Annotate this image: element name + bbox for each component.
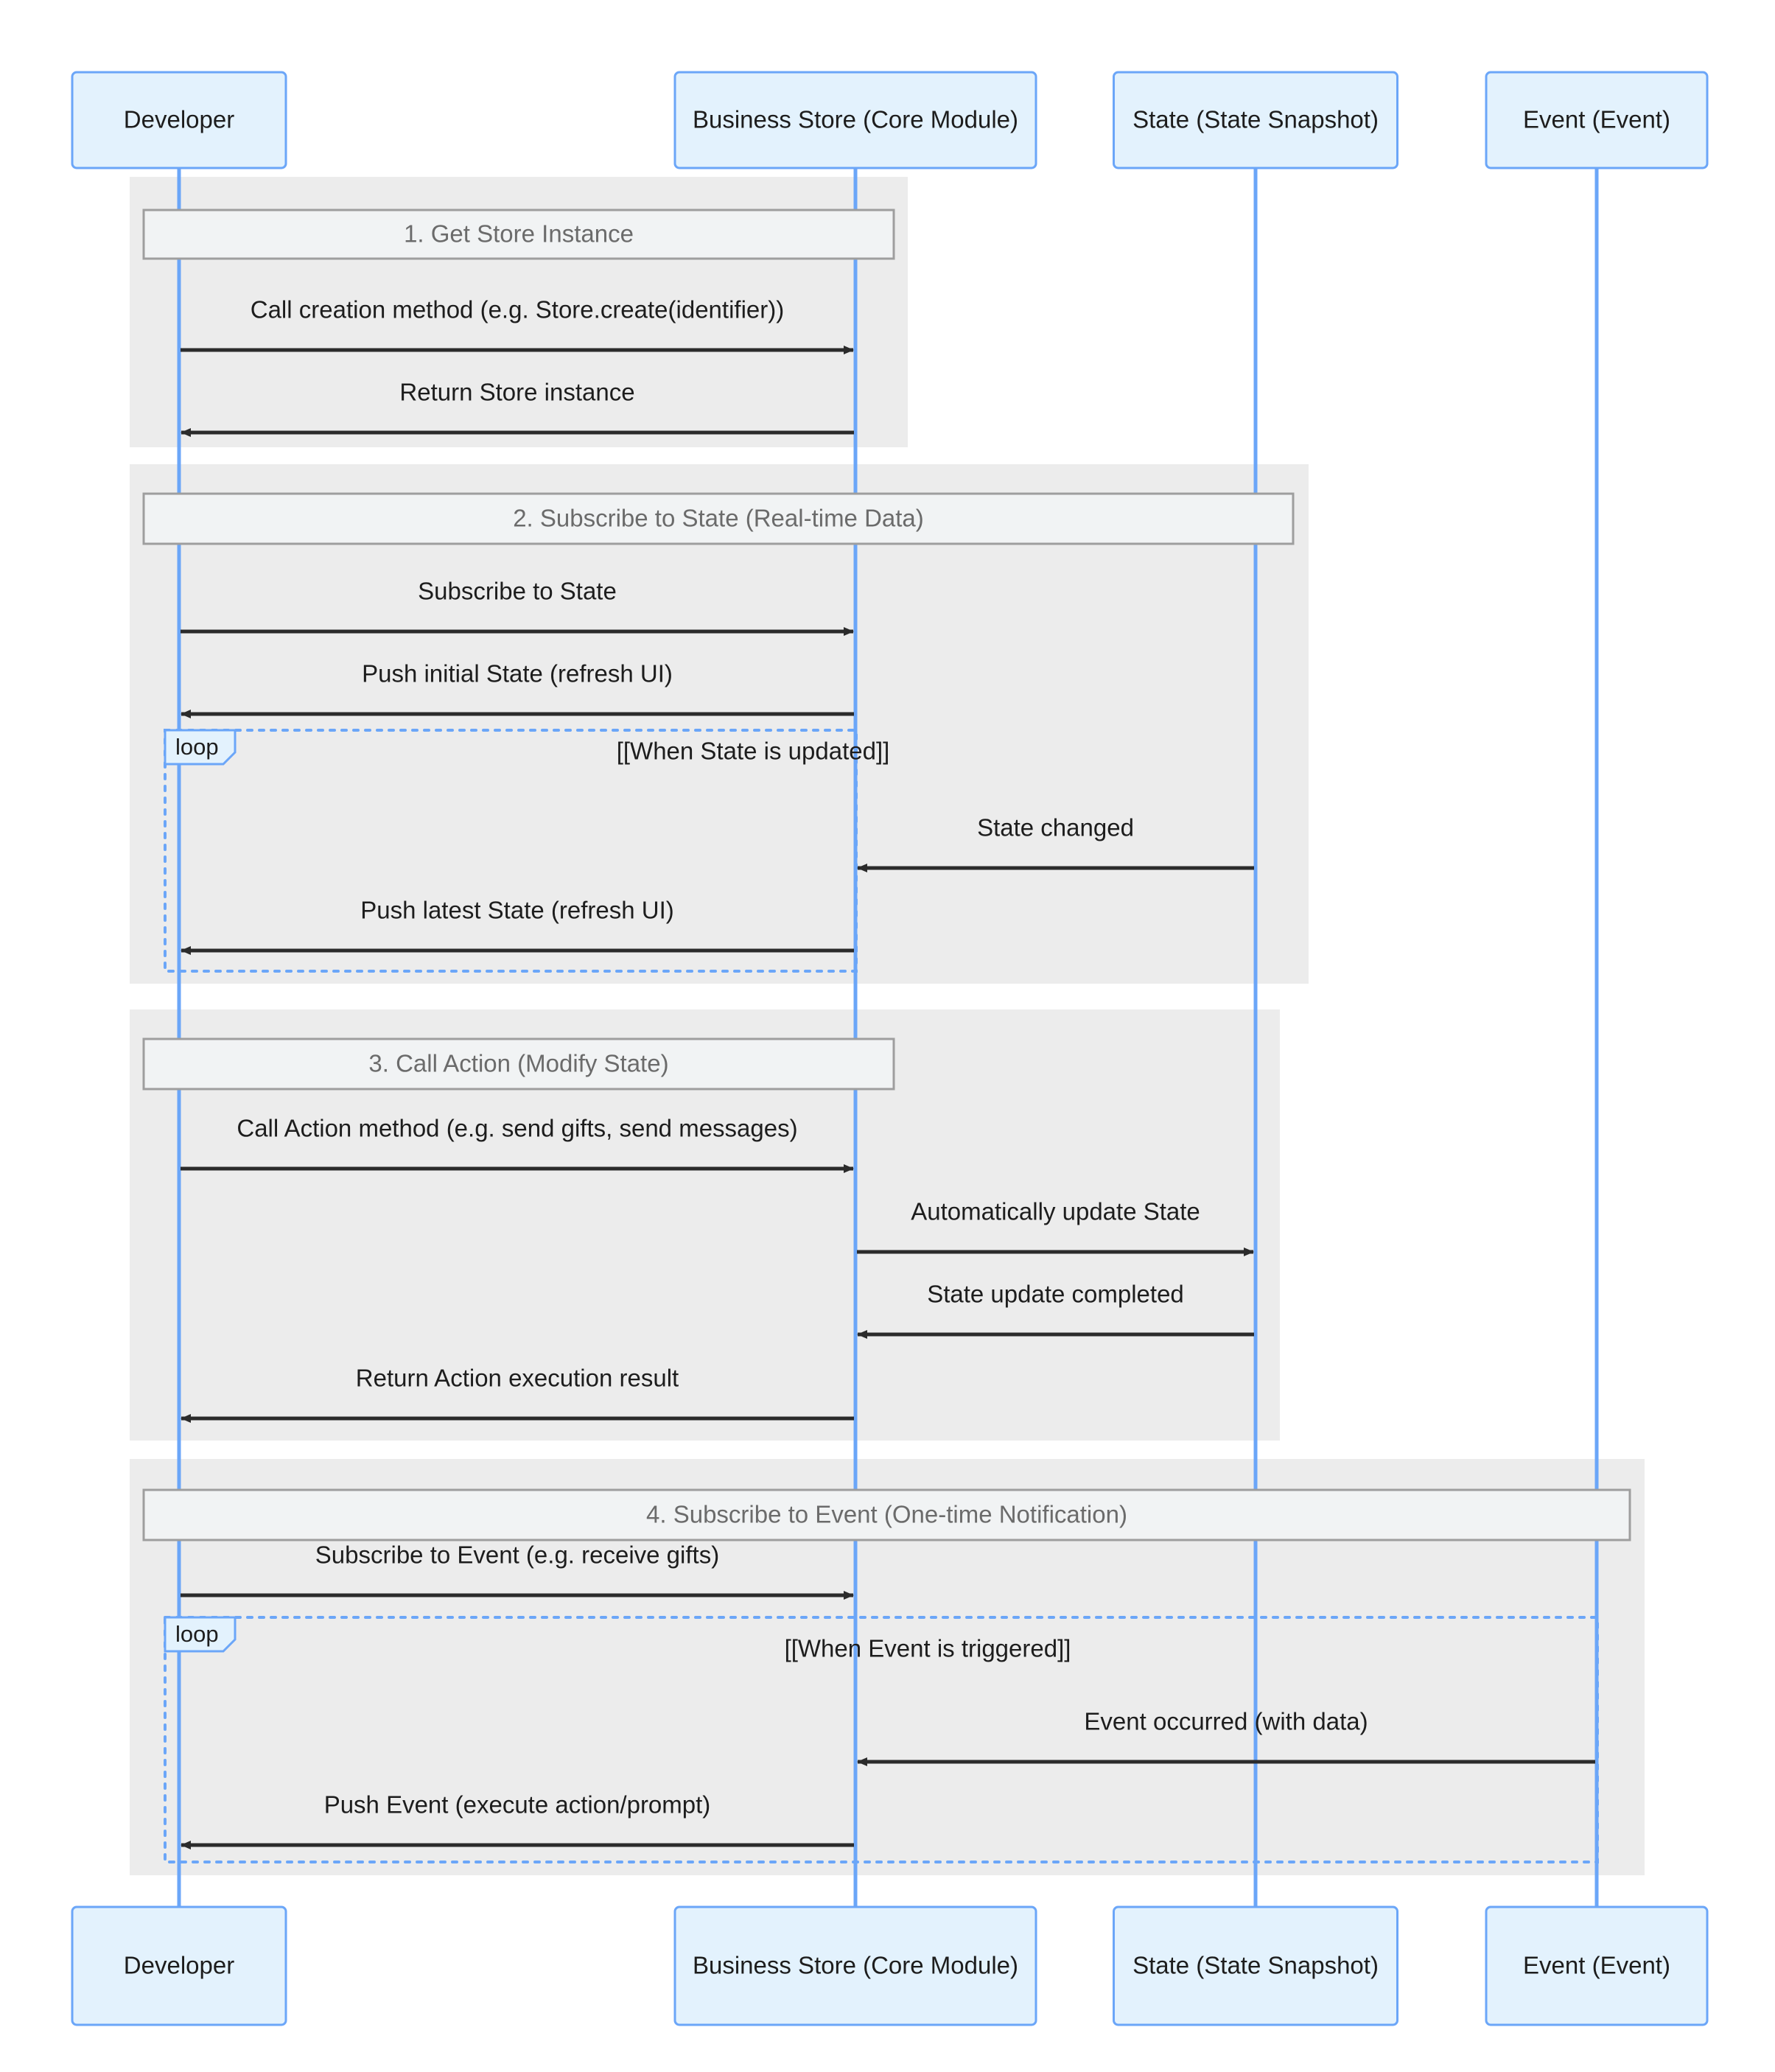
actor-label-store-bottom: Business Store (Core Module) [693, 1952, 1018, 1979]
message-label-m4: Push initial State (refresh UI) [362, 660, 673, 687]
actor-box-state-top[interactable] [1113, 71, 1398, 169]
actor-label-event-bottom: Event (Event) [1523, 1952, 1670, 1979]
actor-box-developer-top[interactable] [71, 71, 287, 169]
loop-tag-shape-loop-1 [164, 729, 237, 766]
section-title-box-section-4 [142, 1488, 1631, 1541]
section-title-section-1: 1. Get Store Instance [404, 220, 634, 248]
actor-label-developer-bottom: Developer [124, 1952, 234, 1979]
loop-condition-loop-1: [[When State is updated]] [617, 738, 890, 765]
actor-label-state-bottom: State (State Snapshot) [1132, 1952, 1379, 1979]
section-title-section-2: 2. Subscribe to State (Real-time Data) [513, 505, 924, 532]
message-label-m13: Push Event (execute action/prompt) [324, 1791, 711, 1819]
message-label-m3: Subscribe to State [418, 578, 617, 605]
message-label-m6: Push latest State (refresh UI) [360, 897, 674, 924]
section-background-section-2 [130, 464, 1309, 984]
actor-box-event-top[interactable] [1485, 71, 1709, 169]
actor-box-state-bottom[interactable] [1113, 1905, 1398, 2026]
actor-label-event-top: Event (Event) [1523, 106, 1670, 133]
loop-tag-shape-loop-2 [164, 1616, 237, 1653]
message-label-m7: Call Action method (e.g. send gifts, sen… [237, 1115, 797, 1142]
actor-label-store-top: Business Store (Core Module) [693, 106, 1018, 133]
loop-tag-label-loop-1: loop [175, 734, 219, 760]
section-title-box-section-2 [142, 492, 1295, 545]
section-title-box-section-1 [142, 209, 895, 260]
message-label-m5: State changed [977, 814, 1134, 841]
section-title-section-3: 3. Call Action (Modify State) [368, 1050, 668, 1077]
actor-box-store-top[interactable] [673, 71, 1037, 169]
loop-tag-label-loop-2: loop [175, 1621, 219, 1647]
section-titles-layer: 1. Get Store Instance 2. Subscribe to Sta… [142, 209, 1631, 1541]
actor-box-store-bottom[interactable] [673, 1905, 1037, 2026]
actor-label-developer-top: Developer [124, 106, 234, 133]
message-label-m8: Automatically update State [911, 1198, 1200, 1225]
message-label-m10: Return Action execution result [356, 1365, 679, 1392]
message-label-m12: Event occurred (with data) [1084, 1708, 1368, 1735]
loop-frame-loop-1 [164, 729, 858, 973]
loop-frames-layer: loop [[When State is updated]] loop [[When … [164, 729, 1599, 1863]
section-title-section-4: 4. Subscribe to Event (One-time Notifica… [646, 1501, 1127, 1528]
actor-box-event-bottom[interactable] [1485, 1905, 1709, 2026]
loop-condition-loop-2: [[When Event is triggered]] [785, 1635, 1071, 1662]
section-title-box-section-3 [142, 1037, 895, 1091]
message-label-m11: Subscribe to Event (e.g. receive gifts) [315, 1541, 719, 1569]
message-label-m2: Return Store instance [399, 379, 634, 406]
loop-frame-loop-2 [164, 1616, 1599, 1863]
actor-box-developer-bottom[interactable] [71, 1905, 287, 2026]
message-label-m9: State update completed [927, 1281, 1184, 1308]
message-label-m1: Call creation method (e.g. Store.create(… [251, 296, 785, 323]
actor-label-state-top: State (State Snapshot) [1132, 106, 1379, 133]
messages-layer: Call creation method (e.g. Store.create(… [181, 296, 1595, 1849]
